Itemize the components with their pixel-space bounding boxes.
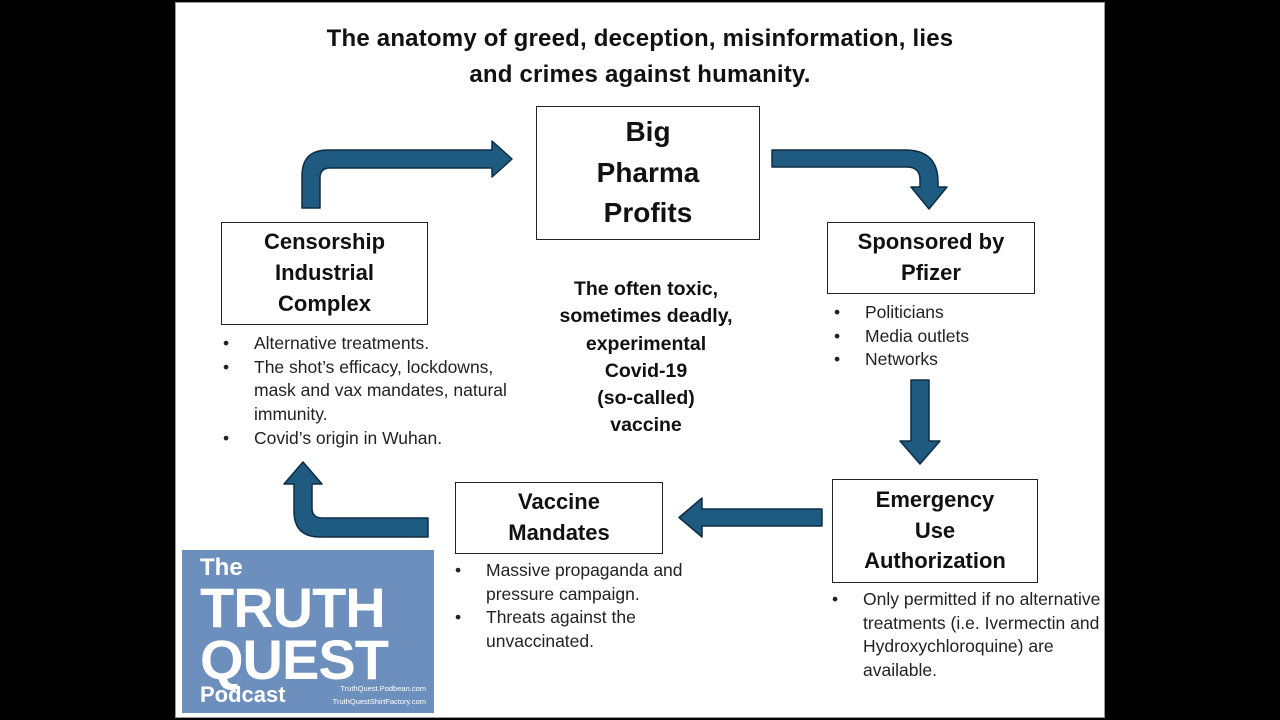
arrow-eua-to-mandates xyxy=(678,497,823,538)
diagram-title-line-2: and crimes against humanity. xyxy=(469,61,811,88)
list-item: The shot’s efficacy, lockdowns, mask and… xyxy=(221,356,521,427)
box-big-pharma-profits-label: Big Pharma Profits xyxy=(596,116,700,229)
box-vaccine-mandates: Vaccine Mandates xyxy=(455,482,663,554)
list-item: Threats against the unvaccinated. xyxy=(453,606,743,653)
logo-url-podbean: TruthQuest.Podbean.com xyxy=(340,684,426,693)
sponsored-bullet-list: Politicians Media outlets Networks xyxy=(832,301,1062,372)
mandates-bullet-list: Massive propaganda and pressure campaign… xyxy=(453,559,743,654)
center-vaccine-text: The often toxic, sometimes deadly, exper… xyxy=(559,278,733,437)
truth-quest-podcast-logo: The TRUTH QUEST Podcast TruthQuest.Podbe… xyxy=(182,550,434,713)
list-item: Massive propaganda and pressure campaign… xyxy=(453,559,743,606)
box-emergency-use-authorization: Emergency Use Authorization xyxy=(832,479,1038,583)
arrow-pharma-to-sponsored xyxy=(771,149,948,210)
arrow-sponsored-to-eua xyxy=(899,379,941,465)
logo-the: The xyxy=(200,554,243,581)
box-sponsored-label: Sponsored by Pfizer xyxy=(857,229,1005,285)
censorship-bullet-list: Alternative treatments. The shot’s effic… xyxy=(221,332,521,450)
eua-bullet-list: Only permitted if no alternative treatme… xyxy=(830,588,1102,683)
box-eua-label: Emergency Use Authorization xyxy=(864,486,1006,574)
box-sponsored-by-pfizer: Sponsored by Pfizer xyxy=(827,222,1035,294)
diagram-title-line-1: The anatomy of greed, deception, misinfo… xyxy=(326,25,954,52)
list-item: Politicians xyxy=(832,301,1062,325)
logo-url-shirtfactory: TruthQuestShirtFactory.com xyxy=(332,697,426,706)
arrow-censorship-to-pharma xyxy=(301,140,513,209)
box-big-pharma-profits: Big Pharma Profits xyxy=(536,106,760,240)
list-item: Media outlets xyxy=(832,325,1062,349)
logo-quest: QUEST xyxy=(200,628,389,691)
list-item: Alternative treatments. xyxy=(221,332,521,356)
logo-truth: TRUTH xyxy=(200,576,386,639)
list-item: Only permitted if no alternative treatme… xyxy=(830,588,1102,683)
logo-podcast: Podcast xyxy=(200,682,286,707)
list-item: Covid’s origin in Wuhan. xyxy=(221,427,521,451)
box-censorship-label: Censorship Industrial Complex xyxy=(263,229,386,316)
right-letterbox xyxy=(1108,0,1280,720)
arrow-mandates-to-censorship xyxy=(283,461,429,538)
list-item: Networks xyxy=(832,348,1062,372)
box-censorship-industrial-complex: Censorship Industrial Complex xyxy=(221,222,428,325)
box-vaccine-mandates-label: Vaccine Mandates xyxy=(508,489,610,545)
